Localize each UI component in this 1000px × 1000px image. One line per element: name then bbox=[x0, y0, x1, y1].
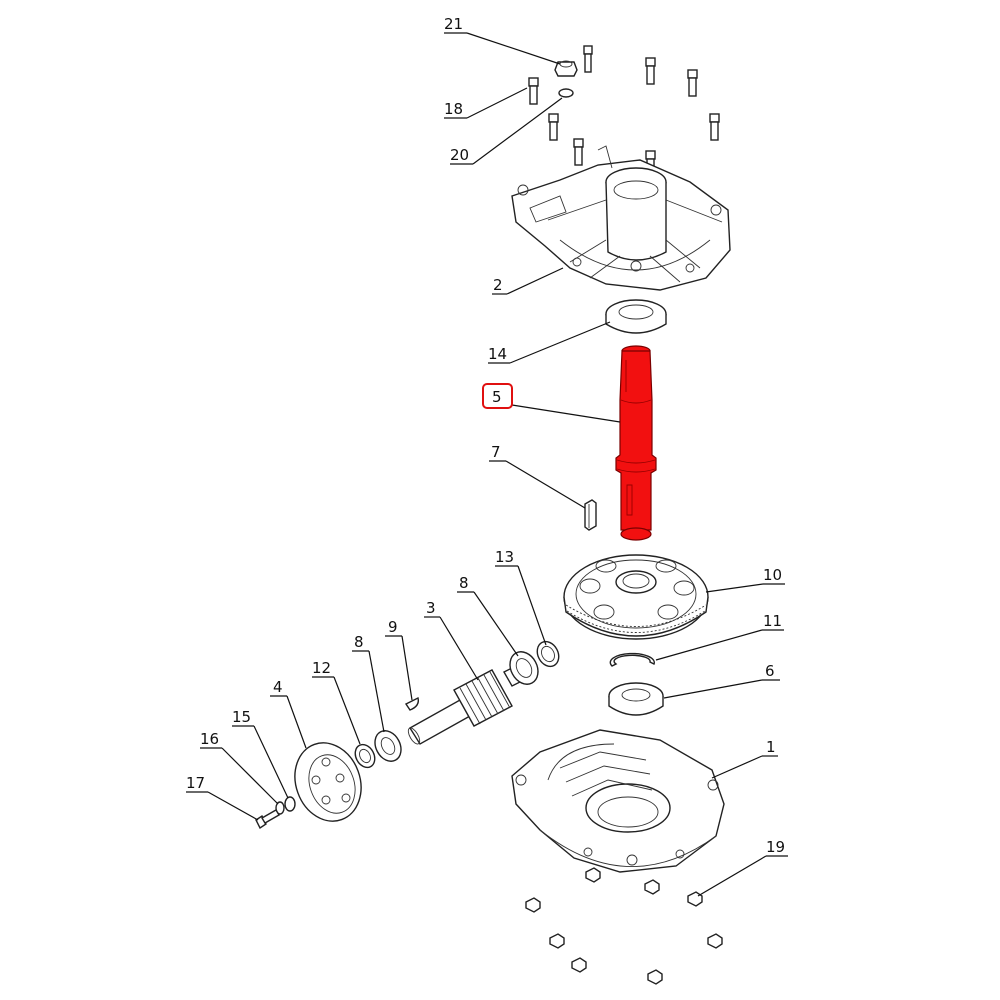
callout-7: 7 bbox=[491, 443, 501, 461]
worm-gear bbox=[563, 554, 709, 640]
nut bbox=[549, 933, 565, 949]
callout-20: 20 bbox=[450, 146, 469, 164]
pulley bbox=[294, 742, 362, 822]
lower-bearing bbox=[608, 682, 664, 716]
bolt bbox=[573, 138, 584, 166]
worm-bearing-left bbox=[374, 730, 402, 762]
callout-2: 2 bbox=[493, 276, 503, 294]
housing-nuts bbox=[525, 867, 723, 985]
callout-3: 3 bbox=[426, 599, 436, 617]
bolt bbox=[687, 69, 698, 97]
callout-13: 13 bbox=[495, 548, 514, 566]
bolt bbox=[709, 113, 720, 141]
bolt bbox=[645, 57, 656, 85]
bolt bbox=[548, 113, 559, 141]
nut bbox=[644, 879, 660, 895]
callout-12: 12 bbox=[312, 659, 331, 677]
lock-washer bbox=[275, 801, 285, 815]
callout-1: 1 bbox=[766, 738, 776, 756]
callout-17: 17 bbox=[186, 774, 205, 792]
nut bbox=[585, 867, 601, 883]
callout-14: 14 bbox=[488, 345, 507, 363]
callout-6: 6 bbox=[765, 662, 775, 680]
leader-lines bbox=[186, 32, 788, 897]
nut bbox=[571, 957, 587, 973]
callout-19: 19 bbox=[766, 838, 785, 856]
flat-washer bbox=[284, 796, 296, 812]
callout-10: 10 bbox=[763, 566, 782, 584]
pulley-bolt bbox=[255, 809, 280, 830]
sealing-washer bbox=[558, 88, 574, 98]
callout-9: 9 bbox=[388, 618, 398, 636]
callout-21: 21 bbox=[444, 15, 463, 33]
nut bbox=[647, 969, 663, 985]
callout-5: 5 bbox=[492, 388, 502, 406]
woodruff-key bbox=[404, 696, 420, 711]
highlight-box bbox=[482, 383, 513, 409]
oil-seal-left bbox=[354, 743, 376, 769]
output-shaft bbox=[615, 345, 657, 541]
shaft-key bbox=[584, 499, 597, 531]
callout-16: 16 bbox=[200, 730, 219, 748]
bolt bbox=[528, 77, 539, 105]
lower-housing bbox=[511, 729, 725, 873]
callout-11: 11 bbox=[763, 612, 782, 630]
worm-shaft bbox=[407, 663, 529, 745]
nut bbox=[707, 933, 723, 949]
callout-8-right: 8 bbox=[459, 574, 469, 592]
upper-bearing bbox=[605, 299, 667, 334]
callout-labels: 21 18 20 2 14 5 7 13 10 8 3 9 8 12 11 6 … bbox=[186, 15, 785, 856]
oil-seal-right bbox=[536, 640, 560, 668]
upper-housing bbox=[511, 145, 731, 291]
nut bbox=[687, 891, 703, 907]
callout-15: 15 bbox=[232, 708, 251, 726]
callout-18: 18 bbox=[444, 100, 463, 118]
callout-8-left: 8 bbox=[354, 633, 364, 651]
callout-4: 4 bbox=[273, 678, 283, 696]
drain-plug bbox=[554, 60, 578, 77]
nut bbox=[525, 897, 541, 913]
bolt bbox=[583, 45, 593, 73]
retaining-ring bbox=[609, 652, 655, 667]
